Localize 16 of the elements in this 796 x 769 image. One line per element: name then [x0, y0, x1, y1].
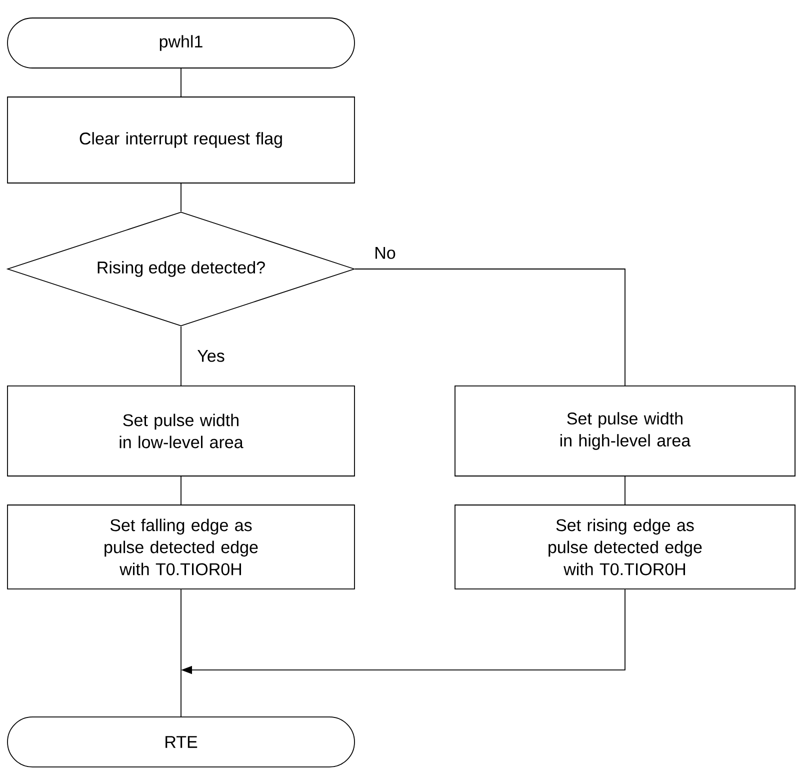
connector [624, 476, 626, 505]
connector [180, 326, 182, 386]
process-box: Set pulse width in low-level area [7, 386, 355, 476]
edge-label: No [373, 246, 397, 260]
process-box: Set pulse width in high-level area [454, 386, 796, 476]
connector [180, 68, 182, 97]
terminal-box: RTE [7, 716, 355, 768]
process-box: Set rising edge as pulse detected edge with T0.TIOR0H [454, 504, 796, 590]
edge-label: Yes [196, 349, 226, 363]
process-box: Set falling edge as pulse detected edge with T0.TIOR0H [7, 504, 355, 590]
connector [180, 183, 182, 212]
connector [354, 268, 626, 386]
process-box: Clear interrupt request flag [7, 96, 355, 184]
terminal-box: pwhl1 [7, 18, 355, 68]
connector [180, 476, 182, 505]
connector [180, 589, 182, 717]
